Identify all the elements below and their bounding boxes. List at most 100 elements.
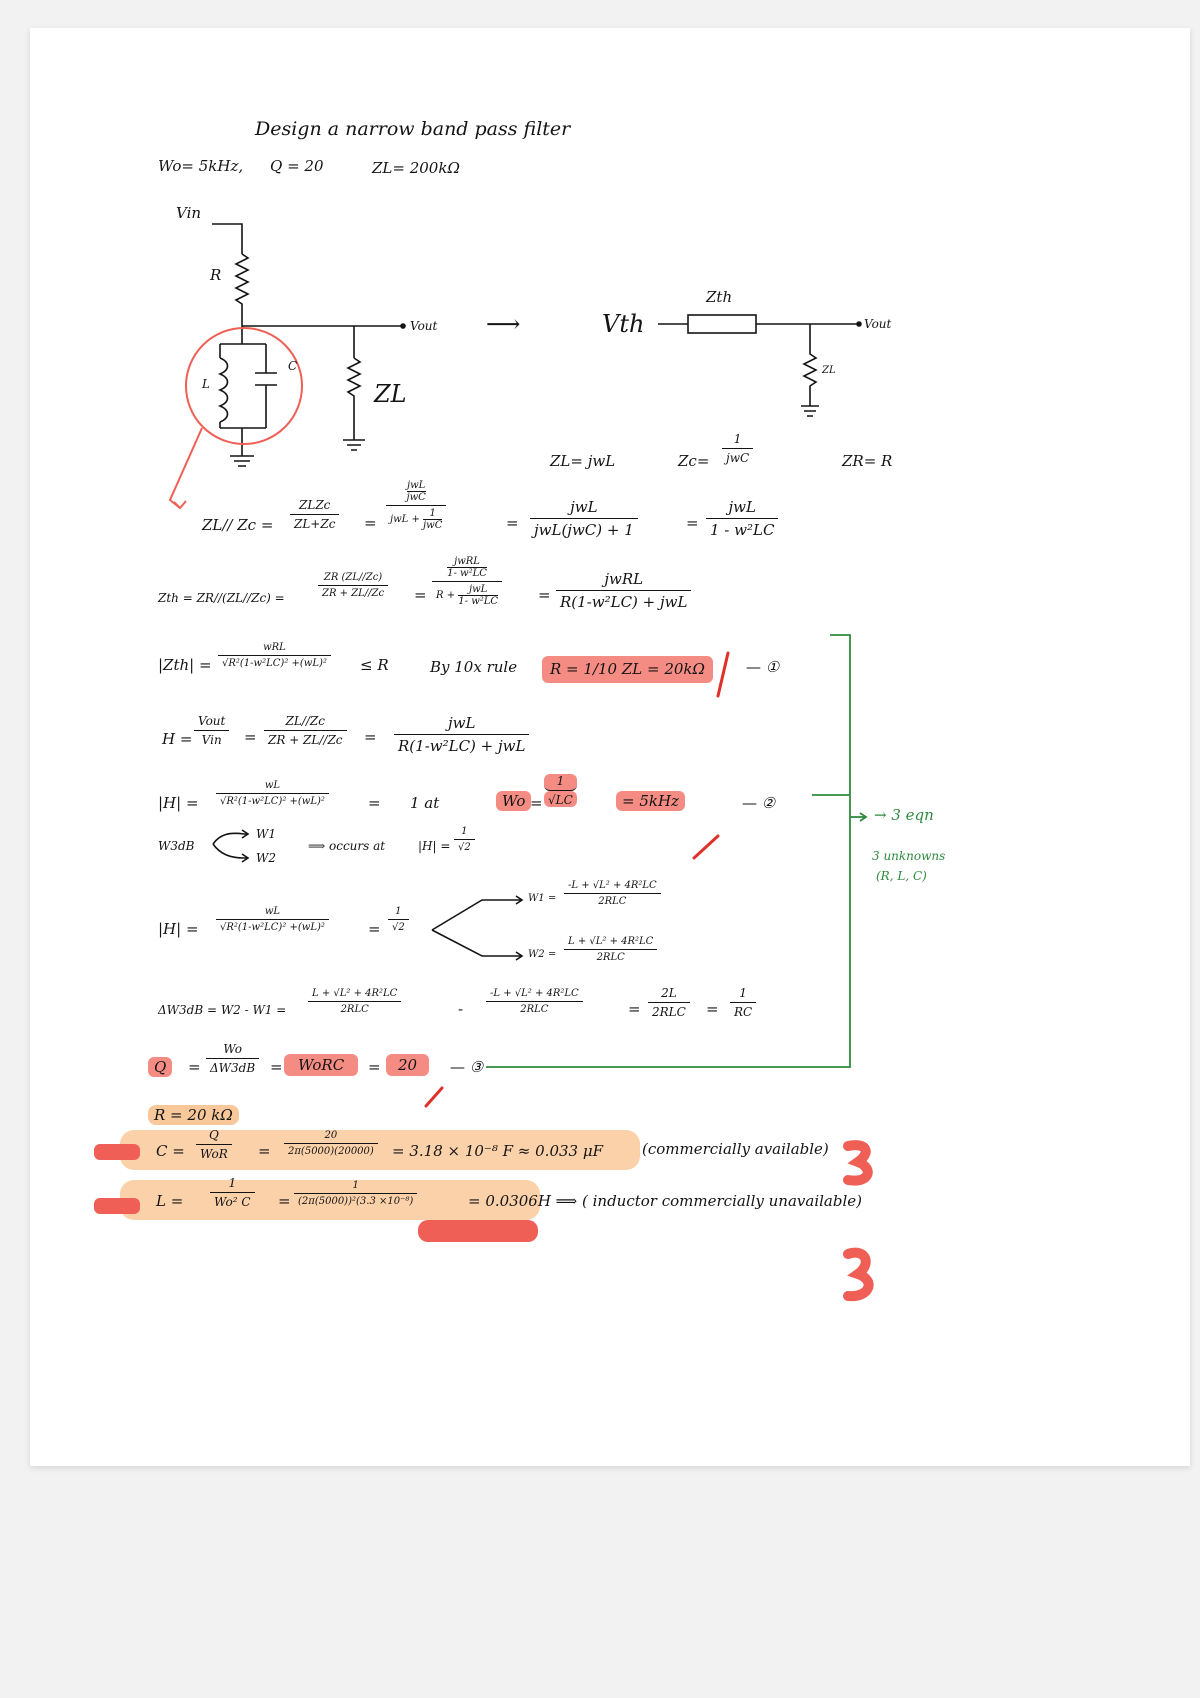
eq-tag-2: — ②: [742, 794, 776, 812]
equals: =: [270, 1058, 283, 1076]
h-lhs: H =: [162, 730, 193, 748]
w1-label: W1 =: [528, 893, 557, 904]
zth-mag-lhs: |Zth| =: [158, 656, 212, 674]
eq-tag-1: — ①: [746, 658, 780, 676]
circuit-diagram: [168, 223, 874, 1302]
w3db-label: W3dB: [158, 839, 195, 853]
transform-arrow: ⟶: [486, 310, 521, 338]
label-zl2: ZL: [822, 365, 836, 376]
w0-highlight: Wo: [496, 791, 532, 811]
label-vth: Vth: [602, 310, 645, 338]
equals: =: [530, 794, 543, 812]
hmag-frac: wL√R²(1-w²LC)² +(wL)²: [216, 780, 329, 807]
equals: =: [188, 1058, 201, 1076]
margin-mark-c: [94, 1144, 140, 1160]
ten-x-rule: By 10x rule: [430, 658, 518, 676]
equals: =: [258, 1142, 271, 1160]
c-lhs: C =: [156, 1142, 185, 1160]
spec-q: Q = 20: [270, 157, 324, 175]
half-power-frac: 1√2: [454, 826, 475, 853]
q-rhs: 20: [386, 1054, 430, 1076]
parallel-lhs: ZL// Zc =: [202, 516, 274, 534]
label-c: C: [288, 359, 298, 373]
zth-frac-1: ZR (ZL//Zc)ZR + ZL//Zc: [318, 572, 389, 599]
w0-fraction: 1√LC: [544, 774, 577, 807]
w1-branch: W1: [256, 827, 276, 841]
label-l: L: [202, 377, 210, 391]
c-value: = 3.18 × 10⁻⁸ F ≈ 0.033 μF: [392, 1142, 604, 1160]
q-lhs: Q: [148, 1057, 173, 1077]
hmag2-lhs: |H| =: [158, 920, 199, 938]
notebook-page: Design a narrow band pass filter Wo= 5kH…: [30, 28, 1190, 1466]
equals: =: [628, 1000, 641, 1018]
q-mid: WoRC: [284, 1054, 359, 1076]
zth-mag-frac: wRL√R²(1-w²LC)² +(wL)²: [218, 642, 331, 669]
hmag2-frac: wL√R²(1-w²LC)² +(wL)²: [216, 906, 329, 933]
w2-branch: W2: [256, 851, 276, 865]
r-highlight: R = 1/10 ZL = 20kΩ: [542, 656, 713, 683]
equals: =: [244, 728, 257, 746]
l-frac-2: 1(2π(5000))²(3.3 ×10⁻⁸): [294, 1180, 418, 1207]
unknowns-vars: (R, L, C): [876, 869, 927, 883]
zth-lhs: Zth = ZR//(ZL//Zc) =: [158, 591, 285, 605]
spec-zl: ZL= 200kΩ: [372, 159, 460, 177]
zc-prefix: Zc=: [678, 452, 710, 470]
zr-definition: ZR= R: [842, 452, 893, 470]
equals: =: [686, 514, 699, 532]
label-vout: Vout: [410, 319, 438, 333]
equals: =: [364, 514, 377, 532]
equals: =: [278, 1192, 291, 1210]
equals: =: [414, 586, 427, 604]
page-title: Design a narrow band pass filter: [255, 118, 571, 140]
l-value: = 0.0306H ⟹: [468, 1192, 578, 1210]
equals: =: [364, 728, 377, 746]
equals: =: [706, 1000, 719, 1018]
system-summary: → 3 eqn: [874, 806, 934, 824]
w2-label: W2 =: [528, 949, 557, 960]
underline-mark-l: [418, 1220, 538, 1242]
label-zl: ZL: [374, 380, 407, 408]
w0-result: = 5kHz: [616, 791, 685, 811]
zl-definition: ZL= jwL: [550, 452, 616, 470]
spec-w0: Wo= 5kHz,: [158, 157, 244, 175]
c-note: (commercially available): [642, 1140, 829, 1158]
margin-mark-l: [94, 1198, 140, 1214]
hmag2-rhs: 1√2: [388, 906, 409, 933]
hmag-rhs: 1 at: [410, 794, 440, 812]
zth-mag-rel: ≤ R: [360, 656, 389, 674]
occurs-at: ⟹ occurs at: [308, 839, 386, 853]
equals: =: [538, 586, 551, 604]
label-r: R: [210, 266, 222, 284]
equals: =: [506, 514, 519, 532]
minus: -: [458, 1000, 464, 1018]
eq-tag-3: — ③: [450, 1058, 484, 1076]
label-vout2: Vout: [864, 317, 892, 331]
unknowns-label: 3 unknowns: [872, 849, 946, 863]
equals: =: [368, 1058, 381, 1076]
equals: =: [368, 920, 381, 938]
highlight-band-c: [120, 1130, 640, 1170]
hmag-lhs: |H| =: [158, 794, 199, 812]
label-zth: Zth: [706, 288, 733, 306]
label-vin: Vin: [176, 204, 202, 222]
result-r: R = 20 kΩ: [148, 1105, 239, 1125]
delta-lhs: ΔW3dB = W2 - W1 =: [158, 1003, 287, 1017]
equals: =: [368, 794, 381, 812]
